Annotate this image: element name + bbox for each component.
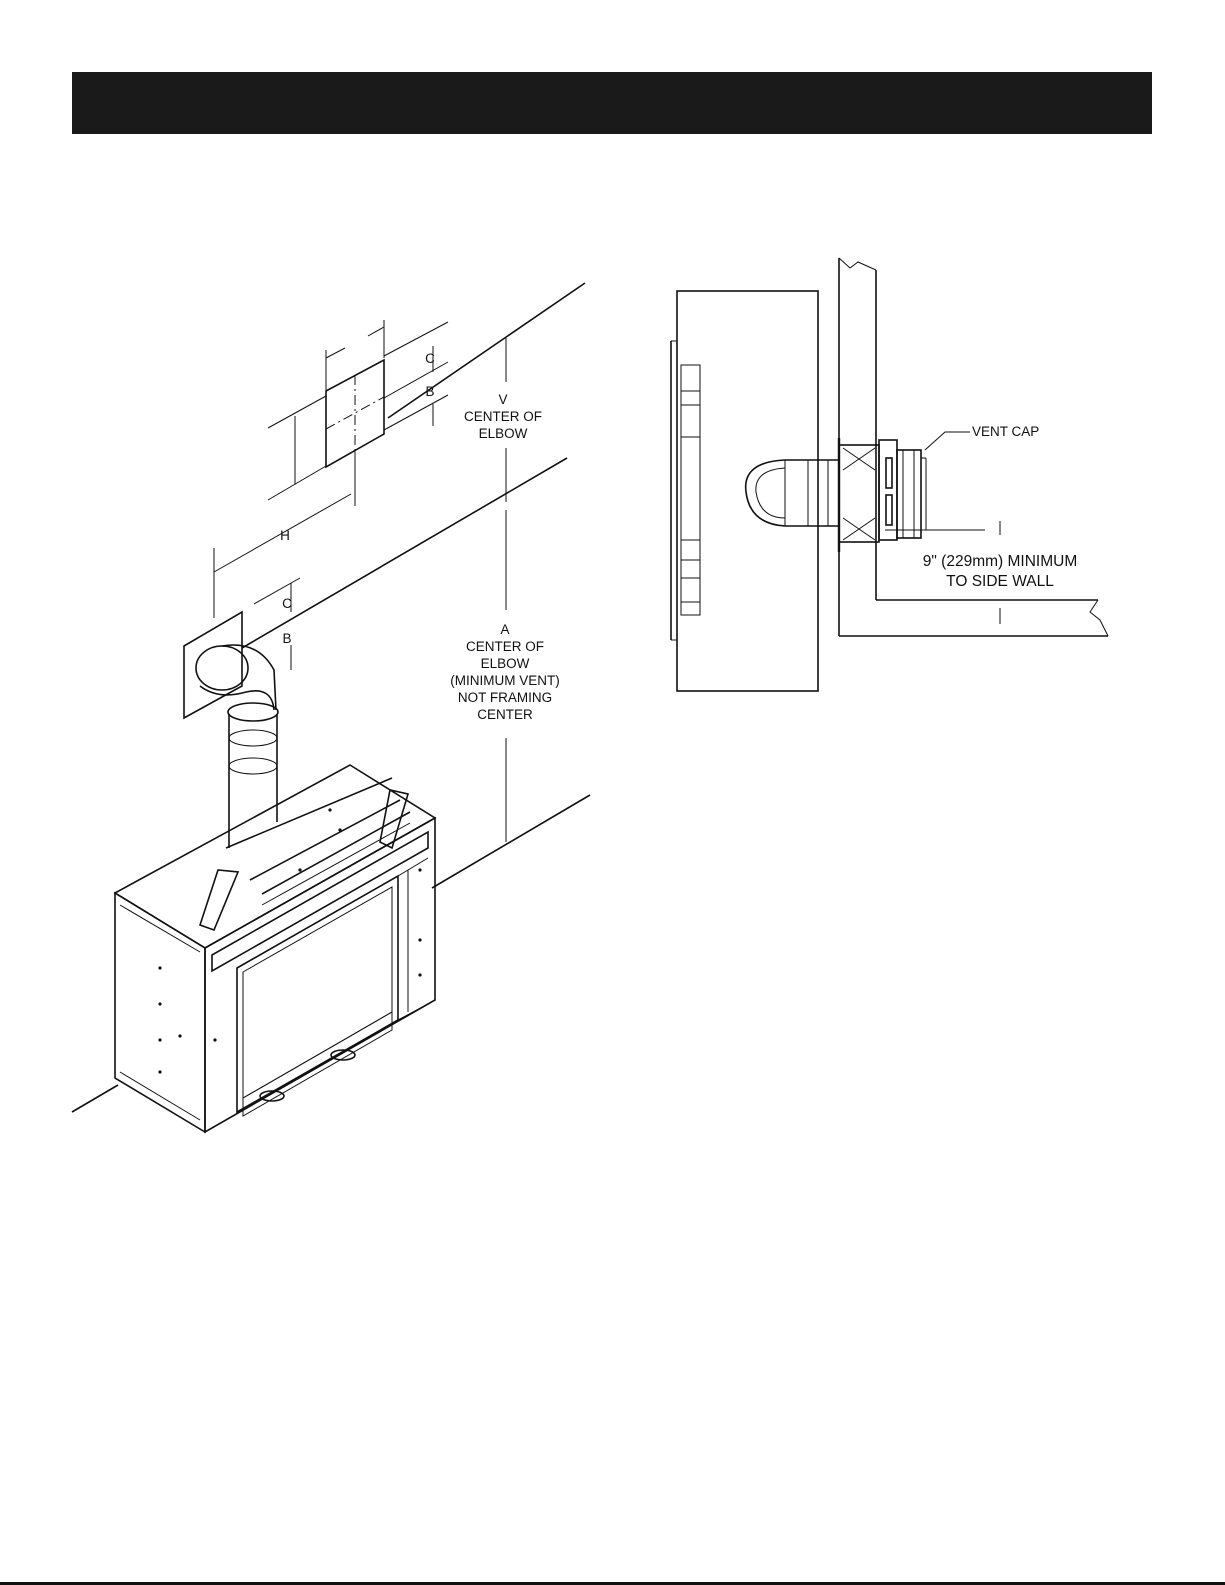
vent-pipe-top-view <box>746 460 839 526</box>
fireplace-top-view <box>677 291 818 691</box>
label-v-line3: ELBOW <box>479 426 528 441</box>
label-a-line6: CENTER <box>477 707 533 722</box>
wall-line-top <box>388 283 585 418</box>
label-vent-cap: VENT CAP <box>972 424 1039 439</box>
right-top-view-diagram: VENT CAP 9" (229mm) MINIMUM TO SIDE WALL <box>671 258 1108 691</box>
fireplace-unit <box>115 765 435 1132</box>
label-b-upper: B <box>425 384 434 399</box>
label-v-line2: CENTER OF <box>464 409 542 424</box>
label-clearance-line1: 9" (229mm) MINIMUM <box>923 553 1077 570</box>
vent-elbow <box>196 645 278 721</box>
floor-line <box>72 1085 118 1112</box>
label-a-line1: A <box>500 622 509 637</box>
label-c-upper: C <box>425 351 435 366</box>
label-h: H <box>280 528 290 543</box>
label-b-lower: B <box>282 631 291 646</box>
left-isometric-diagram: C B V CENTER OF ELBOW H C B A CENTER OF … <box>72 283 590 1132</box>
wall-line-bottom <box>432 795 590 888</box>
vent-cap-leader <box>925 432 970 450</box>
wall-plate <box>184 612 242 718</box>
label-a-line4: (MINIMUM VENT) <box>450 673 559 688</box>
vent-pipe <box>229 714 277 848</box>
label-clearance-line2: TO SIDE WALL <box>946 573 1054 590</box>
label-c-lower: C <box>282 596 292 611</box>
label-a-line2: CENTER OF <box>466 639 544 654</box>
upper-framing-opening <box>268 320 448 506</box>
label-v-line1: V <box>498 392 507 407</box>
vent-cap <box>839 438 926 552</box>
label-a-line3: ELBOW <box>481 656 530 671</box>
label-a-line5: NOT FRAMING <box>458 690 552 705</box>
